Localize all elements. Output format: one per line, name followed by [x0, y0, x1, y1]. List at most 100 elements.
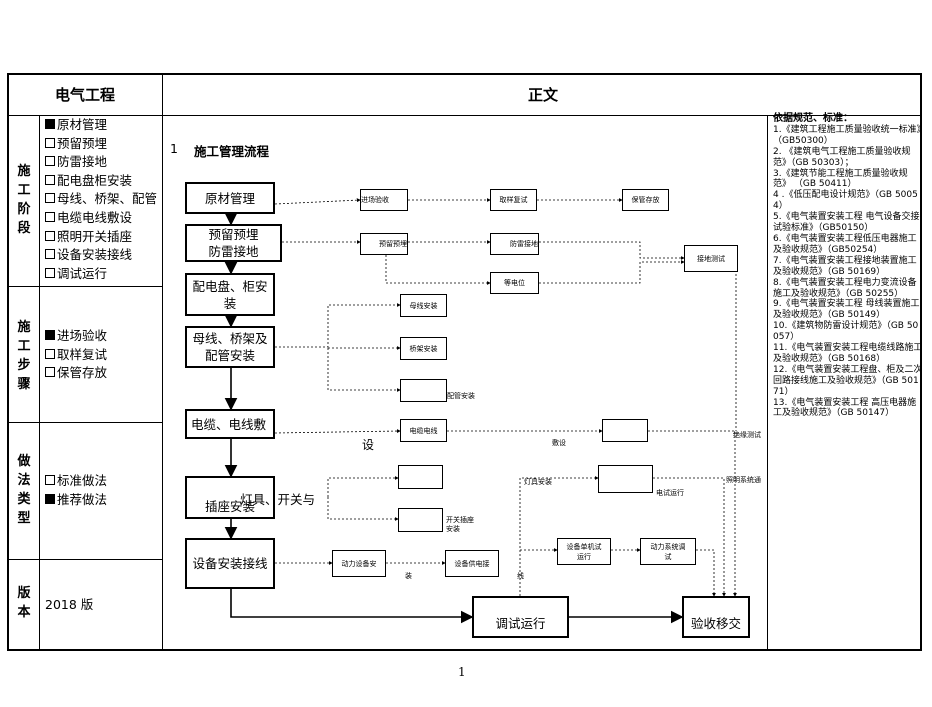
- item-label: 取样复试: [57, 346, 108, 362]
- item-label: 推荐做法: [57, 491, 108, 507]
- stage-item: 原材管理: [45, 116, 157, 135]
- section-title: 施工管理流程: [194, 144, 270, 159]
- sub-box-embed: 预留预埋: [360, 233, 408, 255]
- header-right: 正文: [528, 86, 559, 104]
- item-label: 配电盘柜安装: [57, 172, 133, 188]
- step-item: 取样复试: [45, 346, 107, 365]
- reference-item: 13.《电气装置安装工程 高压电器施工及验收规范》（GB 50147）: [773, 397, 917, 419]
- flow-box-embed-line2: 防雷接地: [208, 244, 259, 259]
- stage-item: 防雷接地: [45, 153, 157, 172]
- item-label: 防雷接地: [57, 154, 108, 170]
- item-label: 照明开关插座: [57, 228, 133, 244]
- item-label: 母线、桥架、配管: [57, 191, 158, 207]
- sub-box-wiring-tail: 线: [517, 572, 524, 580]
- unchecked-box-icon: [45, 174, 55, 185]
- stage-item: 预留预埋: [45, 135, 157, 154]
- reference-item: 2. 《建筑电气工程施工质量验收规范》（GB 50303）；: [773, 146, 911, 168]
- reference-item: 4 .《低压配电设计规范》（GB 50054）: [773, 190, 918, 212]
- sub-box-lighting-test-label2: 电试运行: [656, 489, 684, 497]
- step-list: 进场验收取样复试保管存放: [45, 327, 107, 383]
- unchecked-box-icon: [45, 267, 55, 278]
- sub-box-sampling: 取样复试: [490, 189, 537, 211]
- reference-list: 依据规范、标准： 1.《建筑工程施工质量验收统一标准》（GB50300）2. 《…: [773, 113, 923, 419]
- flow-box-cabinet-line1: 配电盘、柜安: [192, 278, 268, 294]
- label-version: 版本: [17, 586, 31, 620]
- unchecked-box-icon: [45, 137, 55, 148]
- sub-box-lighting-test: [598, 465, 653, 493]
- sub-box-lightning: 防雷接地: [490, 233, 539, 255]
- flow-box-busbar-line2: 配管安装: [204, 348, 255, 363]
- stage-item: 设备安装接线: [45, 246, 157, 265]
- unchecked-box-icon: [45, 348, 55, 359]
- sub-box-conduit: [400, 379, 447, 402]
- flow-box-cabinet: 配电盘、柜安 装: [185, 273, 275, 316]
- row-divider-2: [7, 422, 163, 423]
- reference-item: 7.《电气装置安装工程接地装置施工及验收规范》（GB 50169）: [773, 255, 917, 277]
- stage-item: 母线、桥架、配管: [45, 190, 157, 209]
- checked-box-icon: [45, 330, 55, 340]
- column-divider: [162, 73, 163, 651]
- reference-item: 9.《电气装置安装工程 母线装置施工及验收规范》（GB 50149）: [773, 299, 920, 321]
- label-stage: 施工阶段: [17, 164, 31, 236]
- reference-item: 3.《建筑节能工程施工质量验收规范》 （GB 50411）: [773, 168, 908, 190]
- sub-box-fixture: [398, 465, 443, 489]
- checked-box-icon: [45, 119, 55, 129]
- item-label: 保管存放: [57, 365, 108, 381]
- stage-list: 原材管理预留预埋防雷接地配电盘柜安装母线、桥架、配管电缆电线敷设照明开关插座设备…: [45, 116, 157, 283]
- reference-item: 8.《电气装置安装工程电力变流设备施工及验收规范》（GB 50255）: [773, 277, 917, 299]
- item-label: 调试运行: [57, 265, 108, 281]
- method-item: 标准做法: [45, 472, 107, 491]
- flow-box-lighting-label: 灯具、开关与: [240, 492, 316, 507]
- sub-box-tray: 桥架安装: [400, 337, 447, 360]
- section-number: 1: [170, 141, 178, 156]
- reference-item: 1.《建筑工程施工质量验收统一标准》（GB50300）: [773, 124, 922, 146]
- reference-item: 12.《电气装置安装工程盘、柜及二次回路接线施工及验收规范》（GB 50171）: [773, 364, 923, 397]
- flow-box-cable: 电缆、电线敷: [185, 409, 275, 439]
- reference-item: 11.《电气装置安装工程电缆线路施工及验收规范》（GB 50168）: [773, 343, 923, 364]
- sub-box-power-test-line2: 试: [664, 552, 672, 561]
- sub-box-power-install-tail: 装: [405, 572, 412, 580]
- sub-box-lighting-test-label: 照明系统通: [726, 476, 761, 484]
- item-label: 设备安装接线: [57, 247, 133, 263]
- method-item: 推荐做法: [45, 491, 107, 510]
- sub-box-storage: 保管存放: [622, 189, 669, 211]
- flow-box-handover: 验收移交: [682, 596, 750, 638]
- sub-box-wiring: 设备供电接: [445, 550, 499, 577]
- item-label: 进场验收: [57, 328, 108, 343]
- flow-box-lighting: 插座安装: [185, 476, 275, 519]
- sub-box-power-test-line1: 动力系统调: [650, 542, 686, 551]
- sub-box-cable: 电缆电线: [400, 419, 447, 442]
- item-label: 标准做法: [57, 473, 108, 488]
- item-label: 电缆电线敷设: [57, 209, 133, 225]
- version-value: 2018 版: [45, 597, 94, 612]
- stage-item: 调试运行: [45, 265, 157, 284]
- table-frame: [7, 73, 922, 651]
- sub-box-ground-test: 接地测试: [684, 245, 738, 272]
- unchecked-box-icon: [45, 230, 55, 241]
- sub-box-insulation-label: 绝缘测试: [733, 431, 761, 439]
- unchecked-box-icon: [45, 193, 55, 204]
- sub-box-power-test: 动力系统调 试: [640, 538, 696, 565]
- row-divider-1: [7, 286, 163, 287]
- sub-box-cable-tail: 敷设: [552, 439, 566, 447]
- item-label: 预留预埋: [57, 135, 108, 151]
- refs-divider: [767, 115, 768, 651]
- label-method: 做法类型: [17, 454, 31, 526]
- flow-box-material: 原材管理: [185, 182, 275, 214]
- header-divider: [7, 115, 922, 116]
- sub-box-switch: [398, 508, 443, 532]
- reference-item: 6.《电气装置安装工程低压电器施工及验收规范》（GB50254）: [773, 233, 917, 255]
- flow-box-commissioning: 调试运行: [472, 596, 569, 638]
- reference-item: 5.《电气装置安装工程 电气设备交接试验标准》（GB50150）: [773, 212, 920, 234]
- unchecked-box-icon: [45, 475, 55, 485]
- flow-box-equipment: 设备安装接线: [185, 538, 275, 589]
- row-divider-3: [7, 559, 163, 560]
- stage-item: 电缆电线敷设: [45, 209, 157, 228]
- sub-box-power-install: 动力设备安: [332, 550, 386, 577]
- reference-title: 依据规范、标准：: [773, 113, 853, 124]
- label-steps: 施工步骤: [17, 320, 31, 392]
- sub-box-incoming: 进场验收: [360, 189, 408, 211]
- sub-box-switch-label2: 安装: [446, 525, 460, 533]
- item-label: 原材管理: [57, 117, 108, 132]
